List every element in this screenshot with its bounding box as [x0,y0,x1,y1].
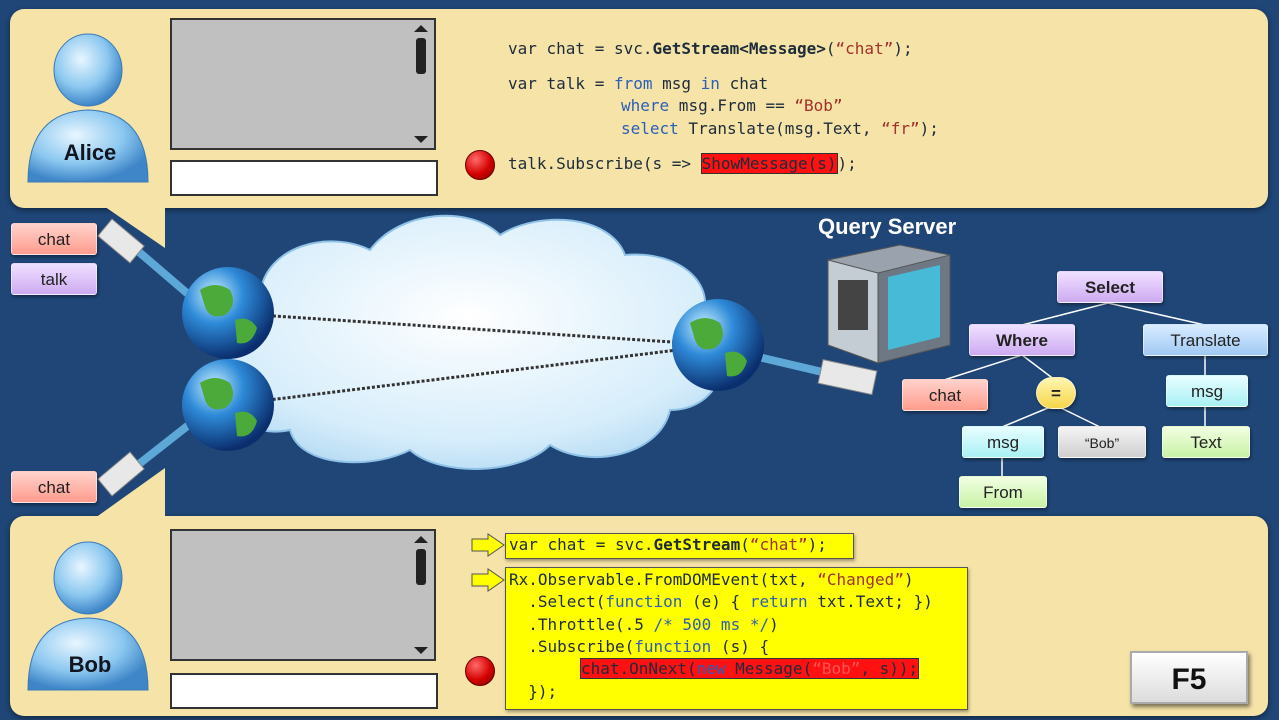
globe-bob-icon [182,359,274,451]
breakpoint-highlight: ShowMessage(s) [700,153,838,174]
cable-server [749,351,878,396]
tag-chat-alice: chat [11,223,97,255]
scroll-up-icon [414,25,428,32]
network-diagram [97,214,1206,497]
bob-avatar: Bob [20,540,160,700]
alice-chat-log[interactable] [170,18,436,150]
connection-line-alice [227,311,719,347]
globe-alice-icon [182,267,274,359]
scrollbar[interactable] [412,24,430,144]
tag-talk: talk [11,263,97,295]
scrollbar[interactable] [412,535,430,655]
bob-code-line-3: .Select(function (e) { return txt.Text; … [509,592,933,611]
breakpoint-highlight: chat.OnNext(new Message(“Bob”, s)); [580,658,920,679]
alice-code-line-4: select Translate(msg.Text, “fr”); [621,119,939,138]
alice-code-line-1: var chat = svc.GetStream<Message>(“chat”… [508,39,913,58]
scroll-thumb [416,38,426,74]
cable-alice [97,218,198,304]
bob-name: Bob [68,652,112,677]
alice-panel-tail [95,200,165,248]
alice-message-input[interactable] [170,160,438,196]
tree-edges [943,302,1206,480]
tree-node-where: Where [969,324,1075,356]
tree-node-from: From [959,476,1047,508]
server-icon [827,244,951,364]
cloud-shape [213,214,723,470]
tree-node-translate: Translate [1143,324,1268,356]
bob-code-line-6: chat.OnNext(new Message(“Bob”, s)); [580,658,920,681]
tree-node-equals: = [1036,377,1076,409]
bob-code-line-2: Rx.Observable.FromDOMEvent(txt, “Changed… [509,570,914,589]
query-server-title: Query Server [818,214,957,239]
bob-message-input[interactable] [170,673,438,709]
tree-node-msg-right: msg [1166,375,1248,407]
tree-node-msg-left: msg [962,426,1044,458]
tag-chat-bob: chat [11,471,97,503]
bob-chat-log[interactable] [170,529,436,661]
alice-code-line-3: where msg.From == “Bob” [621,96,843,115]
current-line-arrow-icon [471,568,505,592]
bob-code-line-7: }); [509,682,558,701]
alice-avatar: Alice [20,32,160,192]
f5-key[interactable]: F5 [1130,651,1248,704]
bob-code-line-5: .Subscribe(function (s) { [509,637,770,656]
scroll-down-icon [414,136,428,143]
bob-code-line-1: var chat = svc.GetStream(“chat”); [509,535,827,554]
alice-name: Alice [63,140,117,165]
cable-bob [97,416,198,497]
current-line-arrow-icon [471,533,505,557]
scroll-down-icon [414,647,428,654]
user-icon [27,541,149,691]
breakpoint-icon[interactable] [465,150,495,180]
tree-node-bob: “Bob” [1058,426,1146,458]
scroll-up-icon [414,536,428,543]
breakpoint-icon[interactable] [465,656,495,686]
user-icon [27,33,149,183]
tree-node-chat: chat [902,379,988,411]
alice-code-line-2: var talk = from msg in chat [508,74,769,93]
bob-code-highlight-2 [505,567,968,710]
alice-code-line-5: talk.Subscribe(s => ShowMessage(s)); [508,153,857,174]
globe-server-icon [672,299,764,391]
scroll-thumb [416,549,426,585]
bob-code-highlight-1 [505,533,854,559]
tree-node-select: Select [1057,271,1163,303]
bob-code-line-4: .Throttle(.5 /* 500 ms */) [509,615,779,634]
tree-node-text: Text [1162,426,1250,458]
bob-panel-tail [95,468,165,518]
connection-line-bob [227,343,719,407]
